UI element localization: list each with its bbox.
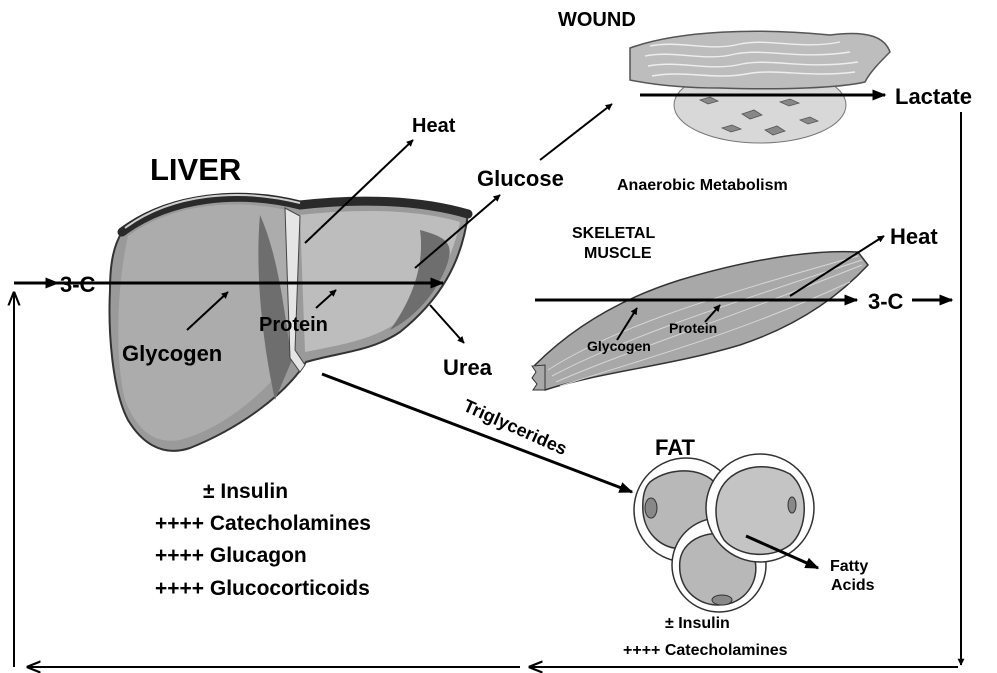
liver-heat-label: Heat	[412, 115, 456, 137]
liver-hormone-catecholamines: ++++ Catecholamines	[155, 512, 371, 535]
wound-illustration	[630, 31, 890, 143]
fatty-acids-label-line1: Fatty	[830, 558, 868, 575]
fat-hormone-catecholamines: ++++ Catecholamines	[623, 642, 788, 659]
triglycerides-arrow	[322, 374, 632, 492]
liver-hormone-glucocorticoids: ++++ Glucocorticoids	[155, 577, 370, 600]
fat-hormone-insulin: ± Insulin	[665, 615, 730, 632]
anaerobic-metabolism-label: Anaerobic Metabolism	[617, 177, 788, 194]
fat-title: FAT	[655, 435, 695, 460]
fatty-acids-label-line2: Acids	[831, 577, 875, 594]
liver-hormone-insulin: ± Insulin	[203, 480, 288, 503]
lactate-label: Lactate	[895, 84, 972, 109]
muscle-title-line1: SKELETAL	[572, 225, 655, 242]
muscle-three-c-label: 3-C	[868, 289, 904, 314]
glucose-to-wound-arrow	[540, 104, 612, 160]
liver-glycogen-label: Glycogen	[122, 341, 222, 366]
urea-label: Urea	[443, 355, 493, 380]
muscle-heat-label: Heat	[890, 224, 938, 249]
liver-hormone-glucagon: ++++ Glucagon	[155, 544, 307, 567]
muscle-glycogen-label: Glycogen	[587, 338, 651, 354]
muscle-title-line2: MUSCLE	[584, 245, 652, 262]
liver-title: LIVER	[150, 152, 241, 187]
triglycerides-label-path: Triglycerides	[460, 395, 570, 459]
glucose-label: Glucose	[477, 166, 564, 191]
urea-arrow	[430, 305, 464, 343]
wound-title: WOUND	[558, 9, 636, 31]
fat-illustration	[634, 454, 814, 612]
triglycerides-label: Triglycerides	[460, 395, 570, 459]
muscle-protein-label: Protein	[669, 320, 717, 336]
liver-three-c-label: 3-C	[60, 272, 96, 297]
liver-protein-label: Protein	[259, 314, 328, 336]
